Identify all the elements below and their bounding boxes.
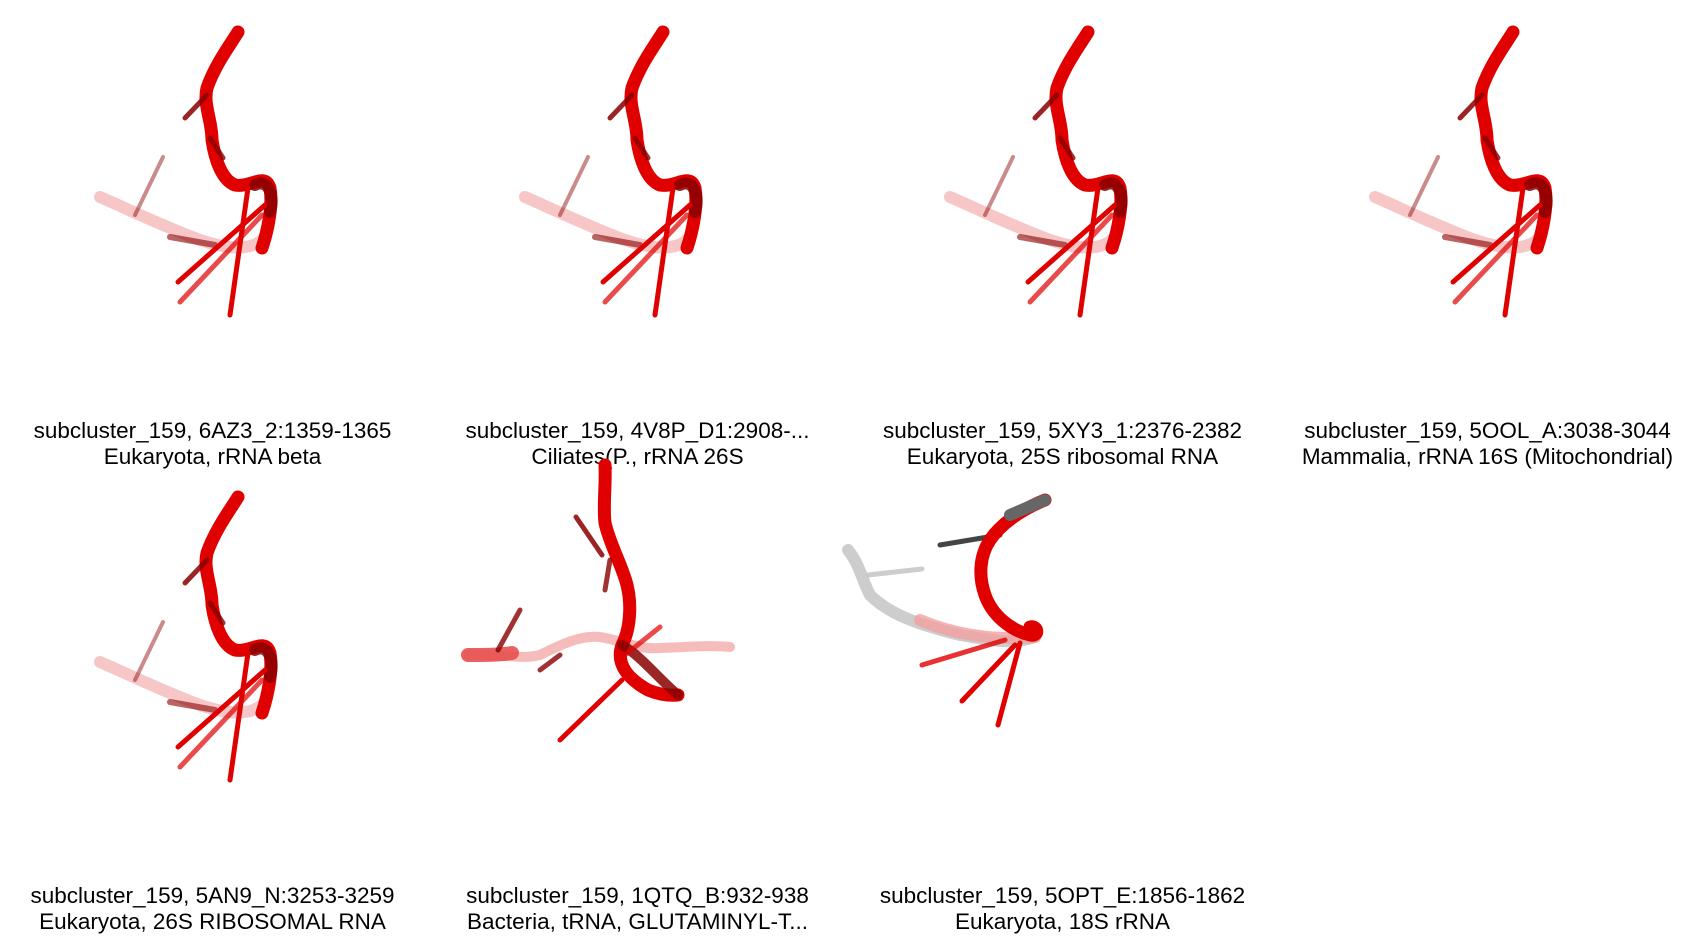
caption-line2: Ciliates(P., rRNA 26S: [531, 444, 744, 469]
caption-line2: Eukaryota, rRNA beta: [103, 444, 322, 469]
panel-caption: subcluster_159, 5XY3_1:2376-2382 Eukaryo…: [850, 418, 1275, 470]
backbone-tube-shaded: [674, 177, 703, 218]
caption-line2: Mammalia, rRNA 16S (Mitochondrial): [1301, 444, 1674, 469]
base-stick: [495, 607, 523, 653]
base-stick: [167, 234, 218, 248]
structure-panel: subcluster_159, 5AN9_N:3253-3259 Eukaryo…: [0, 465, 425, 935]
structure-panel: subcluster_159, 5XY3_1:2376-2382 Eukaryo…: [850, 0, 1275, 470]
panel-caption: subcluster_159, 4V8P_D1:2908-... Ciliate…: [425, 418, 850, 470]
panel-caption: subcluster_159, 1QTQ_B:932-938 Bacteria,…: [425, 883, 850, 935]
base-stick: [1502, 185, 1526, 318]
base-stick: [632, 135, 651, 161]
base-stick: [167, 699, 218, 713]
base-stick: [602, 212, 690, 305]
caption-line1: subcluster_159, 5XY3_1:2376-2382: [882, 418, 1243, 443]
backbone-tube-shaded: [249, 177, 278, 218]
base-stick: [177, 677, 265, 770]
rna-structure-render: [1369, 25, 1553, 318]
structure-panel: subcluster_159, 1QTQ_B:932-938 Bacteria,…: [425, 458, 850, 935]
structure-panel: subcluster_159, 5OPT_E:1856-1862 Eukaryo…: [842, 465, 1275, 935]
base-stick: [557, 677, 625, 743]
base-stick: [175, 202, 268, 285]
base-stick: [1057, 135, 1076, 161]
rna-structure-render: [842, 493, 1052, 728]
base-stick: [592, 234, 643, 248]
rna-structure-render: [94, 490, 278, 783]
base-stick: [1442, 234, 1493, 248]
base-stick: [983, 155, 1015, 217]
backbone-tube-grey: [1004, 494, 1051, 521]
base-stick: [602, 557, 613, 593]
base-stick: [207, 600, 226, 626]
backbone-tube: [597, 458, 685, 702]
backbone-tube-shaded: [1099, 177, 1128, 218]
rna-structure-render: [461, 458, 735, 743]
base-stick: [207, 135, 226, 161]
base-stick: [558, 155, 590, 217]
caption-line1: subcluster_159, 5OOL_A:3038-3044: [1304, 418, 1671, 443]
base-stick: [607, 92, 635, 121]
panel-caption: subcluster_159, 5OOL_A:3038-3044 Mammali…: [1275, 418, 1700, 470]
caption-line1: subcluster_159, 6AZ3_2:1359-1365: [33, 418, 392, 443]
caption-line2: Eukaryota, 18S rRNA: [954, 909, 1171, 934]
base-stick: [959, 642, 1018, 704]
base-stick: [919, 637, 1008, 668]
base-stick: [1077, 185, 1101, 318]
backbone-tube: [974, 493, 1052, 642]
caption-line1: subcluster_159, 4V8P_D1:2908-...: [465, 418, 810, 443]
base-stick: [1452, 212, 1540, 305]
backbone-tube: [461, 646, 519, 662]
panel-caption: subcluster_159, 5AN9_N:3253-3259 Eukaryo…: [0, 883, 425, 935]
structure-panel: subcluster_159, 6AZ3_2:1359-1365 Eukaryo…: [0, 0, 425, 470]
rna-structure-render: [944, 25, 1128, 318]
base-stick: [1027, 212, 1115, 305]
base-stick: [537, 652, 563, 673]
base-stick: [1450, 202, 1543, 285]
base-stick: [622, 624, 663, 658]
backbone-tube-shaded: [617, 640, 683, 700]
caption-line1: subcluster_159, 5OPT_E:1856-1862: [879, 883, 1246, 908]
caption-line2: Eukaryota, 25S ribosomal RNA: [906, 444, 1219, 469]
backbone-tube-shaded: [249, 642, 278, 683]
base-stick: [1025, 202, 1118, 285]
base-stick: [133, 155, 165, 217]
caption-line1: subcluster_159, 5AN9_N:3253-3259: [30, 883, 395, 908]
base-stick: [227, 650, 251, 783]
backbone-tube-shaded: [1524, 177, 1553, 218]
panel-caption: subcluster_159, 5OPT_E:1856-1862 Eukaryo…: [850, 883, 1275, 935]
structure-panel: subcluster_159, 4V8P_D1:2908-... Ciliate…: [425, 0, 850, 470]
base-stick: [177, 212, 265, 305]
structure-panel: subcluster_159, 5OOL_A:3038-3044 Mammali…: [1275, 0, 1700, 470]
base-stick: [175, 667, 268, 750]
caption-line2: Eukaryota, 26S RIBOSOMAL RNA: [39, 909, 386, 934]
rna-structure-render: [94, 25, 278, 318]
base-stick: [227, 185, 251, 318]
rna-structure-render: [519, 25, 703, 318]
panel-caption: subcluster_159, 6AZ3_2:1359-1365 Eukaryo…: [0, 418, 425, 470]
base-stick: [1032, 92, 1060, 121]
caption-line2: Bacteria, tRNA, GLUTAMINYL-T...: [467, 909, 808, 934]
base-stick: [573, 514, 605, 558]
base-stick: [1017, 234, 1068, 248]
base-stick: [133, 620, 165, 682]
base-stick: [652, 185, 676, 318]
base-stick: [182, 557, 210, 586]
base-stick: [1457, 92, 1485, 121]
base-stick: [1408, 155, 1440, 217]
caption-line1: subcluster_159, 1QTQ_B:932-938: [466, 883, 809, 908]
base-stick: [995, 640, 1023, 728]
backbone-tube-faded: [463, 631, 735, 662]
base-stick: [865, 566, 925, 578]
base-stick: [1482, 135, 1501, 161]
base-stick: [600, 202, 693, 285]
base-stick: [182, 92, 210, 121]
